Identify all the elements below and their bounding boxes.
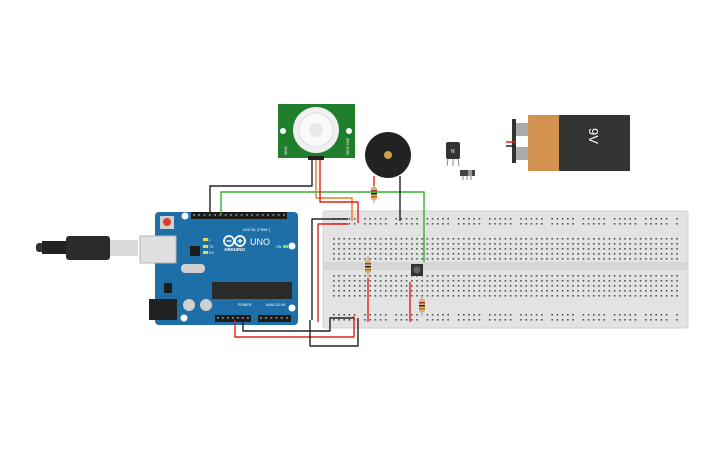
battery-body <box>559 115 630 171</box>
digital-header[interactable] <box>191 212 287 219</box>
breadboard[interactable] <box>322 210 689 329</box>
pir-motion-sensor[interactable]: SENS SENS TIME <box>278 104 355 160</box>
transistor-label: N <box>451 149 455 155</box>
battery-terminal <box>516 147 530 160</box>
wire-green[interactable] <box>220 191 425 262</box>
power-jack <box>149 299 177 320</box>
pir-time-label: SENS TIME <box>346 138 350 155</box>
battery-9v[interactable]: 9V <box>506 115 630 171</box>
switch-knob[interactable] <box>468 170 472 176</box>
wire-black[interactable] <box>209 160 313 214</box>
resistor-2[interactable] <box>365 256 371 277</box>
on-label: ON <box>276 245 282 249</box>
wire-black[interactable] <box>242 317 354 332</box>
digital-header-label: DIGITAL (PWM~) <box>243 228 270 232</box>
pir-sens-label: SENS <box>284 146 288 155</box>
analog-header[interactable] <box>258 315 291 322</box>
resistor-3[interactable] <box>419 296 425 316</box>
arduino-logo-text: ARDUINO <box>224 247 245 252</box>
analog-header-label: ANALOG IN <box>266 303 286 307</box>
slide-switch[interactable] <box>460 170 475 180</box>
wire-black[interactable] <box>311 218 348 320</box>
usb-cable[interactable] <box>36 236 138 260</box>
capacitor <box>200 299 212 311</box>
crystal <box>181 264 205 273</box>
rx-label: RX <box>209 251 215 255</box>
wire-black[interactable] <box>309 318 359 347</box>
breadboard-holes <box>333 218 678 321</box>
resistor-1[interactable] <box>371 184 377 203</box>
arduino-uno-board[interactable]: TX RX L ON ARDUINO UNO DIGITAL (PWM~) PO… <box>139 212 298 325</box>
wire-red[interactable] <box>319 160 359 223</box>
uno-label: UNO <box>250 237 270 247</box>
tx-label: TX <box>209 245 214 249</box>
power-header-label: POWER <box>238 303 252 307</box>
pushbutton[interactable] <box>411 264 423 276</box>
l-label: L <box>209 238 211 242</box>
wires <box>209 160 425 347</box>
piezo-buzzer[interactable] <box>365 132 411 178</box>
battery-cap <box>528 115 560 171</box>
usb-port <box>139 235 177 264</box>
wire-orange[interactable] <box>315 160 353 221</box>
arduino-logo-icon <box>223 235 246 247</box>
battery-label: 9V <box>586 128 601 144</box>
wire-red[interactable] <box>234 316 355 338</box>
capacitor <box>183 299 195 311</box>
atmega-chip <box>212 282 292 299</box>
battery-terminal <box>516 123 530 136</box>
wire-red[interactable] <box>317 223 348 322</box>
npn-transistor[interactable]: N <box>446 142 460 167</box>
